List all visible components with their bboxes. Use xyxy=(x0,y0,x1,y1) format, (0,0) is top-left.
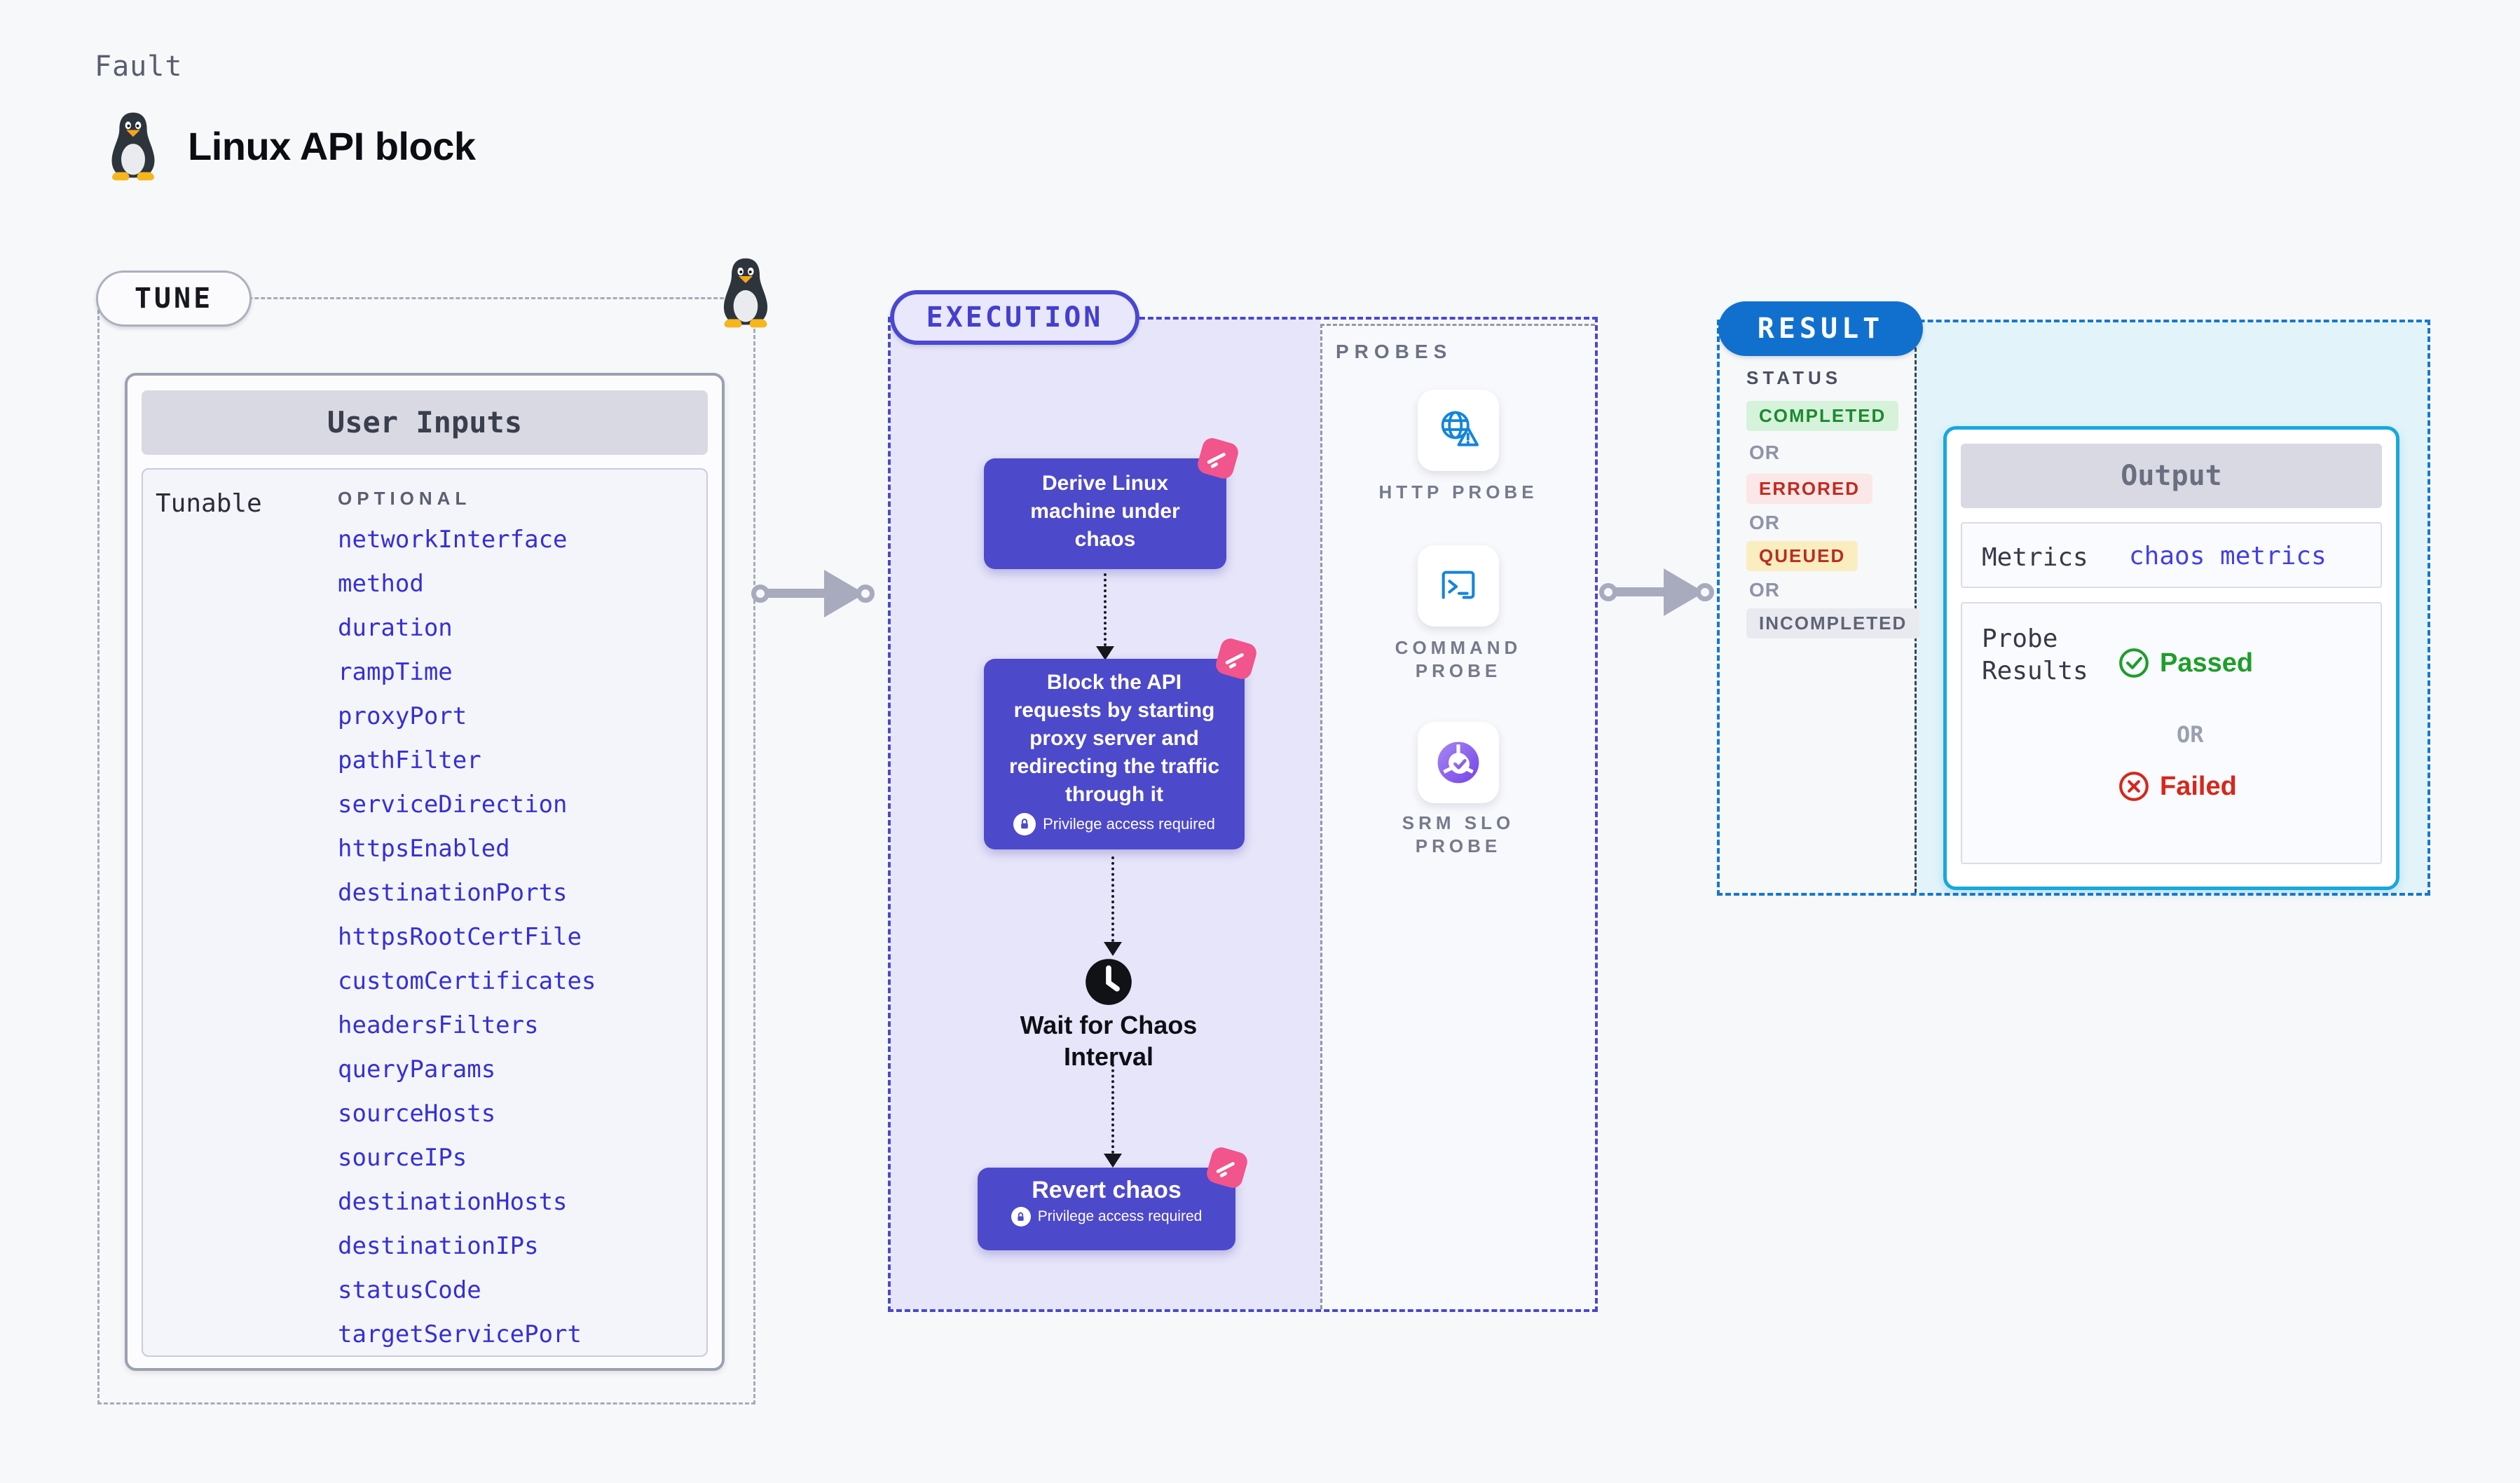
flow-arrowhead-icon xyxy=(1104,942,1122,956)
status-or-label: OR xyxy=(1749,512,1780,533)
status-or-label: OR xyxy=(1749,442,1780,463)
user-inputs-header: User Inputs xyxy=(142,390,708,455)
param-sourceIPs: sourceIPs xyxy=(338,1144,467,1172)
step-wait-label: Wait for Chaos Interval xyxy=(1020,1011,1198,1071)
step-derive-machine: Derive Linux machine under chaos xyxy=(984,435,1241,569)
param-queryParams: queryParams xyxy=(338,1055,496,1084)
linux-tux-icon xyxy=(102,111,164,182)
tunable-row-label: Tunable xyxy=(156,489,262,518)
status-or-label: OR xyxy=(1749,579,1780,601)
param-headersFilters: headersFilters xyxy=(338,1011,539,1039)
param-sourceHosts: sourceHosts xyxy=(338,1100,496,1128)
srm-slo-probe-label: SRM SLO PROBE xyxy=(1402,812,1515,856)
probe-results-row: Probe Results Passed OR Failed xyxy=(1961,602,2382,864)
output-panel: Output Metrics chaos metrics Probe Resul… xyxy=(1943,426,2399,890)
probe-or-label: OR xyxy=(2177,721,2204,748)
slo-donut-check-icon xyxy=(1437,742,1479,784)
http-probe-label: HTTP PROBE xyxy=(1378,481,1538,503)
status-badge-errored: ERRORED xyxy=(1746,474,1873,504)
tunable-params-panel: Tunable OPTIONAL networkInterface method… xyxy=(142,468,708,1357)
step-block-label: Block the API requests by starting proxy… xyxy=(1008,671,1220,806)
param-rampTime: rampTime xyxy=(338,658,453,686)
param-method: method xyxy=(338,570,424,598)
tune-section-border xyxy=(97,297,755,1405)
optional-label: OPTIONAL xyxy=(338,488,472,509)
status-badge-queued: QUEUED xyxy=(1746,541,1858,571)
lock-icon xyxy=(1013,813,1036,835)
failed-label: Failed xyxy=(2160,771,2237,801)
execution-pill: EXECUTION xyxy=(890,290,1139,345)
param-networkInterface: networkInterface xyxy=(338,526,568,554)
command-probe-card xyxy=(1418,545,1499,627)
tune-to-execution-arrow xyxy=(751,569,875,618)
passed-label: Passed xyxy=(2160,648,2254,678)
flow-connector xyxy=(1111,856,1114,942)
page-title: Linux API block xyxy=(188,124,476,168)
chaos-hexagon-icon xyxy=(1195,435,1241,481)
globe-alert-icon xyxy=(1441,411,1479,446)
fault-eyebrow: Fault xyxy=(95,50,183,83)
result-section-border xyxy=(1717,320,2430,896)
srm-slo-probe-card xyxy=(1418,722,1499,803)
param-proxyPort: proxyPort xyxy=(338,702,467,730)
step-revert-chaos: Revert chaos Privilege access required xyxy=(978,1144,1250,1250)
linux-tux-small-icon xyxy=(718,255,774,331)
privilege-label: Privilege access required xyxy=(1037,1208,1203,1224)
result-pill: RESULT xyxy=(1718,301,1923,356)
flow-connector xyxy=(1111,1064,1114,1154)
check-circle-icon xyxy=(2119,648,2149,678)
flow-arrowhead-icon xyxy=(1096,646,1114,660)
output-header: Output xyxy=(1961,444,2382,508)
param-httpsEnabled: httpsEnabled xyxy=(338,835,510,863)
param-destinationPorts: destinationPorts xyxy=(338,879,568,907)
status-label: STATUS xyxy=(1746,367,1842,388)
tune-pill: TUNE xyxy=(96,271,252,327)
command-probe-label: COMMAND PROBE xyxy=(1395,637,1522,681)
flow-arrowhead-icon xyxy=(1104,1154,1122,1168)
metrics-value: chaos metrics xyxy=(2129,542,2327,570)
execution-section-border xyxy=(888,317,1598,1312)
chaos-hexagon-icon xyxy=(1213,636,1259,682)
step-block-api: Block the API requests by starting proxy… xyxy=(984,636,1259,849)
execution-to-result-arrow xyxy=(1599,568,1714,617)
param-serviceDirection: serviceDirection xyxy=(338,791,568,819)
clock-icon xyxy=(1084,957,1133,1006)
x-circle-icon xyxy=(2119,772,2149,801)
chaos-hexagon-icon xyxy=(1204,1144,1250,1191)
terminal-icon xyxy=(1442,570,1475,599)
param-targetServicePort: targetServicePort xyxy=(338,1320,582,1348)
step-revert-label: Revert chaos xyxy=(1032,1177,1182,1203)
probes-section-background xyxy=(1320,324,1595,1309)
param-destinationIPs: destinationIPs xyxy=(338,1232,539,1260)
http-probe-card xyxy=(1418,390,1499,471)
param-duration: duration xyxy=(338,614,453,642)
param-pathFilter: pathFilter xyxy=(338,746,481,774)
metrics-row: Metrics chaos metrics xyxy=(1961,522,2382,588)
step-derive-label: Derive Linux machine under chaos xyxy=(1030,472,1180,551)
status-badge-completed: COMPLETED xyxy=(1746,401,1899,431)
metrics-label: Metrics xyxy=(1982,543,2088,572)
lock-icon xyxy=(1011,1207,1031,1226)
param-httpsRootCertFile: httpsRootCertFile xyxy=(338,923,582,951)
user-inputs-card: User Inputs Tunable OPTIONAL networkInte… xyxy=(125,373,725,1371)
status-badge-incompleted: INCOMPLETED xyxy=(1746,608,1920,638)
param-customCertificates: customCertificates xyxy=(338,967,596,995)
probes-section-label: PROBES xyxy=(1336,341,1453,362)
flow-connector xyxy=(1104,573,1107,646)
param-destinationHosts: destinationHosts xyxy=(338,1188,568,1216)
param-statusCode: statusCode xyxy=(338,1276,481,1304)
privilege-label: Privilege access required xyxy=(1043,815,1215,833)
probe-results-label: Probe Results xyxy=(1982,624,2088,685)
